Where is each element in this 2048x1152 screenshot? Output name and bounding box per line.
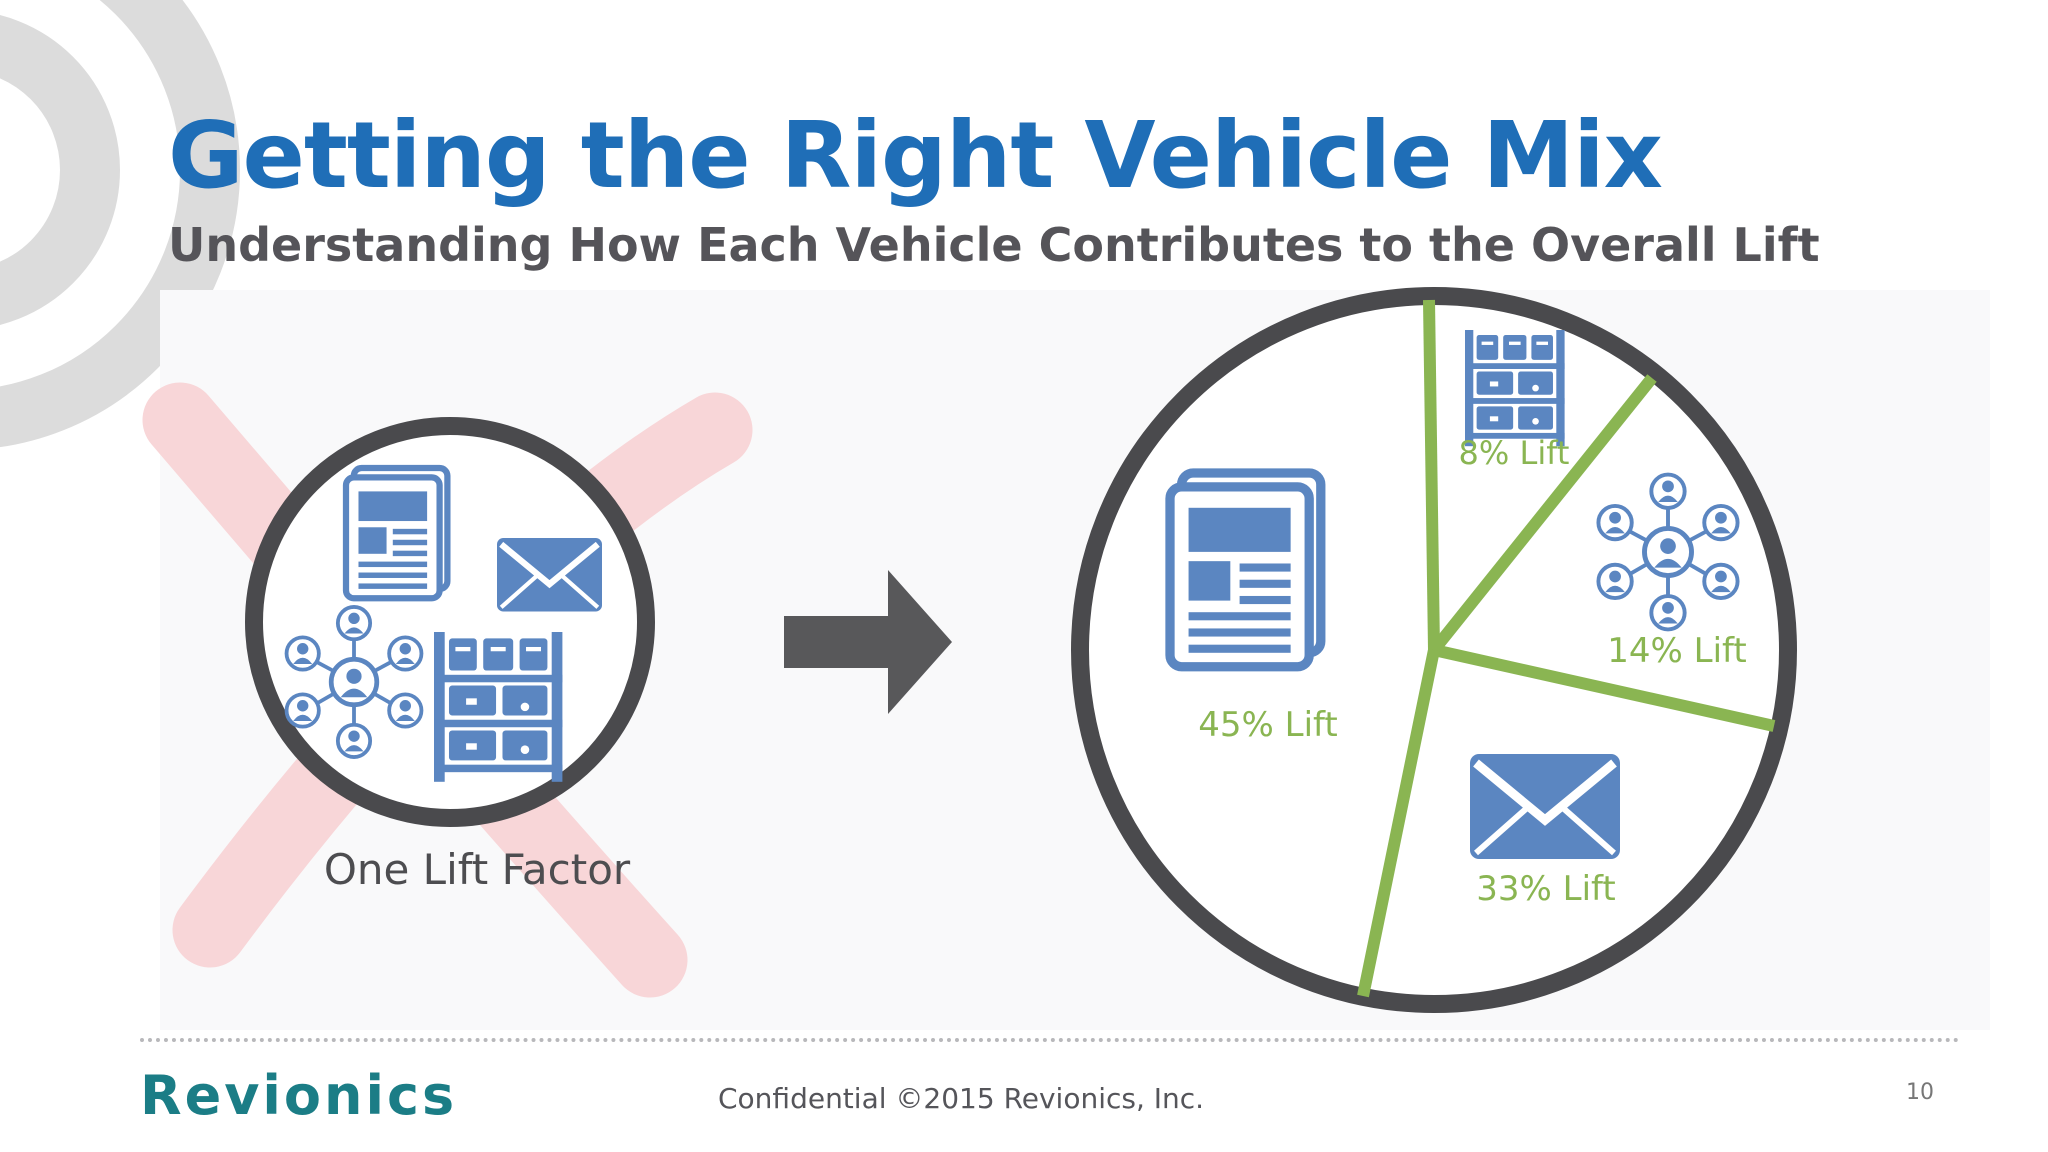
- page-number: 10: [1906, 1080, 1934, 1105]
- divider-line: [1423, 299, 1440, 651]
- lift-label-envelope: 33% Lift: [1476, 869, 1615, 909]
- newspaper-icon: [1170, 473, 1321, 667]
- decorative-arcs: [0, 0, 240, 448]
- logo-wordmark: Revionics: [140, 1064, 457, 1127]
- right-arrow-icon: [784, 570, 952, 714]
- footer-divider: [140, 1038, 1960, 1042]
- revionics-logo: Revionics: [140, 1064, 457, 1127]
- lift-label-shelf: 8% Lift: [1459, 434, 1570, 472]
- divider-line: [1357, 648, 1440, 998]
- envelope-icon: [1470, 754, 1620, 859]
- divider-line: [1432, 644, 1776, 732]
- slide-subtitle: Understanding How Each Vehicle Contribut…: [168, 218, 1820, 272]
- envelope-icon: [497, 538, 602, 612]
- divider-line: [1429, 374, 1657, 654]
- footer-confidential: Confidential ©2015 Revionics, Inc.: [718, 1082, 1205, 1115]
- lift-label-network: 14% Lift: [1607, 631, 1746, 671]
- lift-label-newspaper: 45% Lift: [1198, 705, 1337, 745]
- one-lift-factor-caption: One Lift Factor: [324, 845, 631, 894]
- newspaper-icon: [346, 468, 447, 598]
- pie-dividers: [1357, 299, 1776, 998]
- slide-title: Getting the Right Vehicle Mix: [168, 102, 1663, 209]
